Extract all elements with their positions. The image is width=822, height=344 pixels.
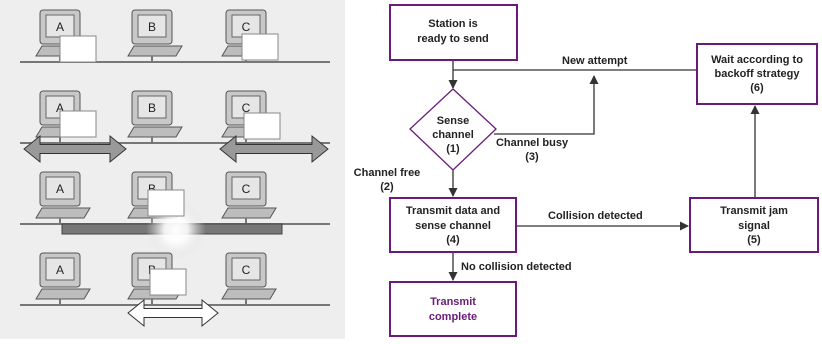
flow-edges bbox=[448, 60, 760, 281]
station-label: C bbox=[242, 101, 251, 115]
edge-busy-to-new-attempt bbox=[494, 75, 599, 135]
wait-line-2: backoff strategy bbox=[715, 68, 801, 80]
jam-line-3: (5) bbox=[747, 234, 761, 246]
station-computer-a: A bbox=[35, 171, 91, 224]
station-label: C bbox=[242, 182, 251, 196]
complete-line-1: Transmit bbox=[430, 296, 476, 308]
node-jam: Transmit jam signal (5) bbox=[689, 197, 819, 253]
transmit-line-3: (4) bbox=[446, 234, 460, 246]
station-computer-a: A bbox=[35, 252, 91, 305]
node-sense-channel: Sense channel (1) bbox=[409, 88, 497, 171]
network-illustration: ABCABCABCABC bbox=[20, 9, 330, 328]
station-label: A bbox=[56, 20, 64, 34]
network-illustration-panel: ABCABCABCABC bbox=[0, 0, 345, 339]
station-label: A bbox=[56, 263, 64, 277]
packet-c bbox=[243, 112, 281, 140]
station-computer-c: C bbox=[221, 171, 277, 224]
jam-line-2: signal bbox=[738, 220, 770, 232]
node-start: Station is ready to send bbox=[389, 4, 518, 61]
transmit-line-1: Transmit data and bbox=[406, 205, 500, 217]
station-label: A bbox=[56, 182, 64, 196]
sense-line-2: channel bbox=[432, 129, 474, 141]
start-line-1: Station is bbox=[428, 18, 478, 30]
complete-line-2: complete bbox=[429, 311, 477, 323]
label-new-attempt: New attempt bbox=[562, 55, 628, 67]
station-computer-b: B bbox=[127, 90, 183, 143]
station-computer-c: C bbox=[221, 252, 277, 305]
wait-line-1: Wait according to bbox=[711, 54, 803, 66]
network-row-2: A B C bbox=[20, 90, 330, 164]
packet-b bbox=[147, 189, 185, 217]
station-label: C bbox=[242, 20, 251, 34]
node-complete: Transmit complete bbox=[389, 281, 517, 337]
station-label: B bbox=[148, 182, 156, 196]
transmit-line-2: sense channel bbox=[415, 220, 491, 232]
station-label: B bbox=[148, 101, 156, 115]
packet-a bbox=[59, 35, 97, 63]
network-row-1: A B C bbox=[20, 9, 330, 63]
packet-b bbox=[149, 268, 187, 296]
node-wait: Wait according to backoff strategy (6) bbox=[696, 43, 818, 105]
label-channel-free-num: (2) bbox=[380, 181, 394, 193]
label-channel-busy: Channel busy bbox=[496, 137, 569, 149]
station-label: B bbox=[148, 20, 156, 34]
label-no-collision: No collision detected bbox=[461, 261, 572, 273]
network-row-3: A B C bbox=[20, 171, 330, 260]
label-channel-busy-num: (3) bbox=[525, 151, 539, 163]
station-computer-b: B bbox=[127, 9, 183, 62]
packet-c bbox=[241, 33, 279, 61]
signal-arrow-c bbox=[219, 134, 329, 164]
label-channel-free: Channel free bbox=[354, 167, 421, 179]
jam-line-1: Transmit jam bbox=[720, 205, 788, 217]
sense-line-3: (1) bbox=[446, 143, 460, 155]
label-collision-detected: Collision detected bbox=[548, 210, 643, 222]
node-transmit: Transmit data and sense channel (4) bbox=[389, 197, 517, 253]
signal-arrow-a bbox=[23, 134, 127, 164]
wait-line-3: (6) bbox=[750, 82, 764, 94]
network-row-4: ABC bbox=[20, 252, 330, 328]
jam-signal-arrow bbox=[127, 298, 219, 328]
packet-a bbox=[59, 110, 97, 138]
station-label: A bbox=[56, 101, 64, 115]
station-label: C bbox=[242, 263, 251, 277]
sense-line-1: Sense bbox=[437, 115, 469, 127]
start-line-2: ready to send bbox=[417, 33, 489, 45]
